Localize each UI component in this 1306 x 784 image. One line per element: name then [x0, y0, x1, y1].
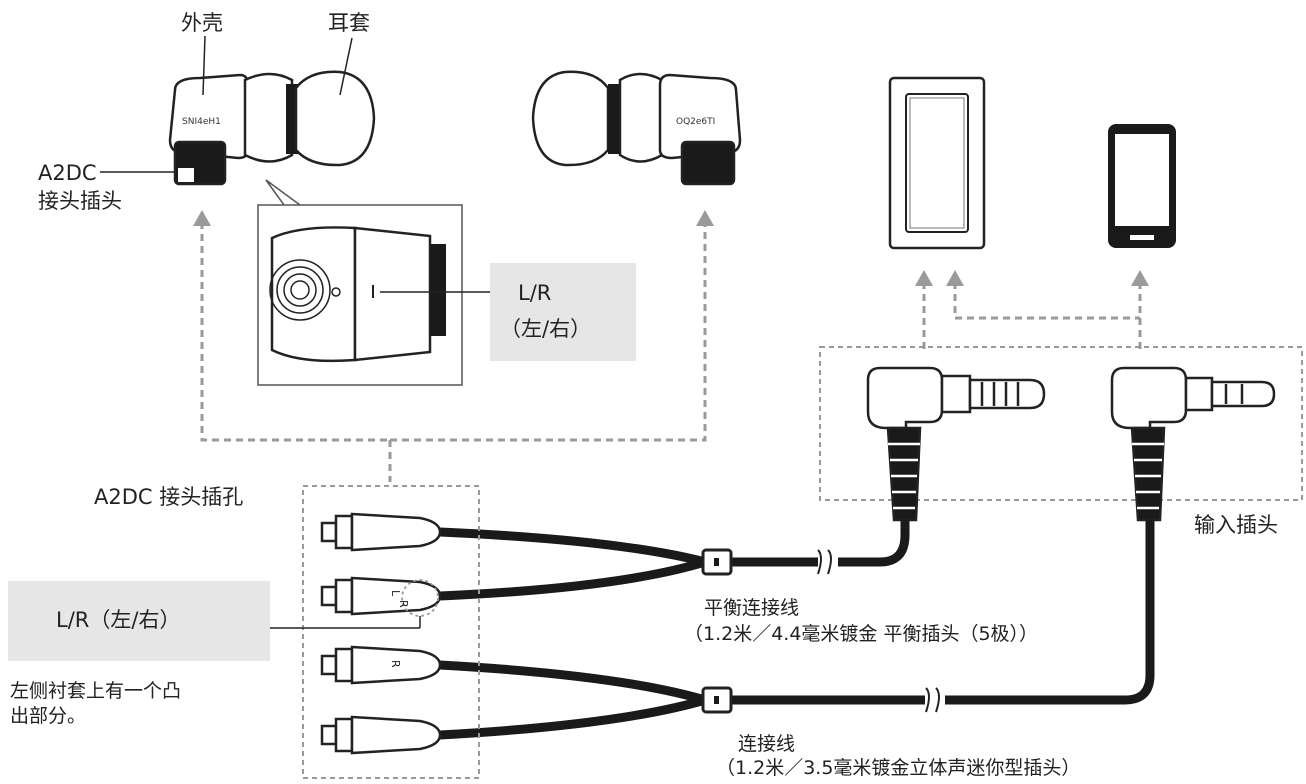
plug-mark-2: R	[397, 600, 410, 608]
shell-leader-line	[202, 35, 206, 96]
standard-cable-label: 连接线	[738, 733, 796, 755]
standard-cable	[439, 520, 1155, 740]
player-arrow-1	[915, 270, 933, 286]
lr-bump-highlight	[401, 579, 439, 617]
balanced-cable-label: 平衡连接线	[704, 597, 800, 619]
lr-zoom-callout	[257, 179, 490, 386]
input-plug-label: 输入插头	[1194, 513, 1278, 537]
player-arrow-2	[946, 270, 964, 286]
a2dc-plug-label-line1: A2DC	[38, 161, 97, 185]
a2dc-jack-label: A2DC 接头插孔	[94, 485, 244, 509]
lr-cable-box	[8, 581, 270, 661]
lr-callout-line2: （左/右）	[500, 317, 592, 341]
balanced-cable-spec: （1.2米／4.4毫米镀金 平衡插头（5极））	[684, 623, 1039, 645]
right-model-imprint: OQ2e6TI	[676, 117, 715, 127]
ear-tip-label: 耳套	[328, 11, 370, 35]
right-earphone-arrow	[696, 210, 714, 226]
lr-callout-box	[490, 263, 636, 361]
balanced-cable	[439, 520, 910, 601]
lr-callout-line1: L/R	[518, 281, 552, 305]
shell-label: 外壳	[181, 11, 223, 35]
lr-cable-label: L/R（左/右）	[56, 608, 181, 632]
left-model-imprint: SNI4eH1	[182, 117, 221, 127]
plug-mark-3: R	[389, 660, 402, 668]
plug-mark-1: L	[389, 590, 402, 597]
left-earphone	[168, 70, 376, 186]
earphone-connection-paths	[200, 222, 707, 482]
balanced-cable-break	[817, 549, 832, 575]
standard-cable-spec: （1.2米／3.5毫米镀金立体声迷你型插头）	[716, 757, 1081, 779]
balanced-input-plug	[866, 366, 1046, 522]
audio-player-device	[888, 76, 986, 250]
standard-splitter-mark	[714, 696, 719, 704]
device-connection-paths	[922, 282, 1142, 350]
input-plug-box	[819, 346, 1303, 501]
left-sleeve-note-line1: 左侧衬套上有一个凸	[10, 680, 182, 702]
standard-input-plug	[1110, 366, 1276, 522]
a2dc-plug-label-line2: 接头插头	[38, 189, 122, 213]
standard-cable-break	[925, 687, 940, 713]
phone-arrow	[1131, 270, 1149, 286]
smartphone-device	[1108, 124, 1176, 248]
left-earphone-arrow	[193, 210, 211, 226]
left-sleeve-note-line2: 出部分。	[10, 705, 87, 727]
ear-tip-leader-line	[339, 37, 353, 96]
right-earphone	[531, 70, 742, 186]
balanced-splitter-mark	[714, 558, 719, 566]
a2dc-cable-plugs	[320, 512, 442, 755]
